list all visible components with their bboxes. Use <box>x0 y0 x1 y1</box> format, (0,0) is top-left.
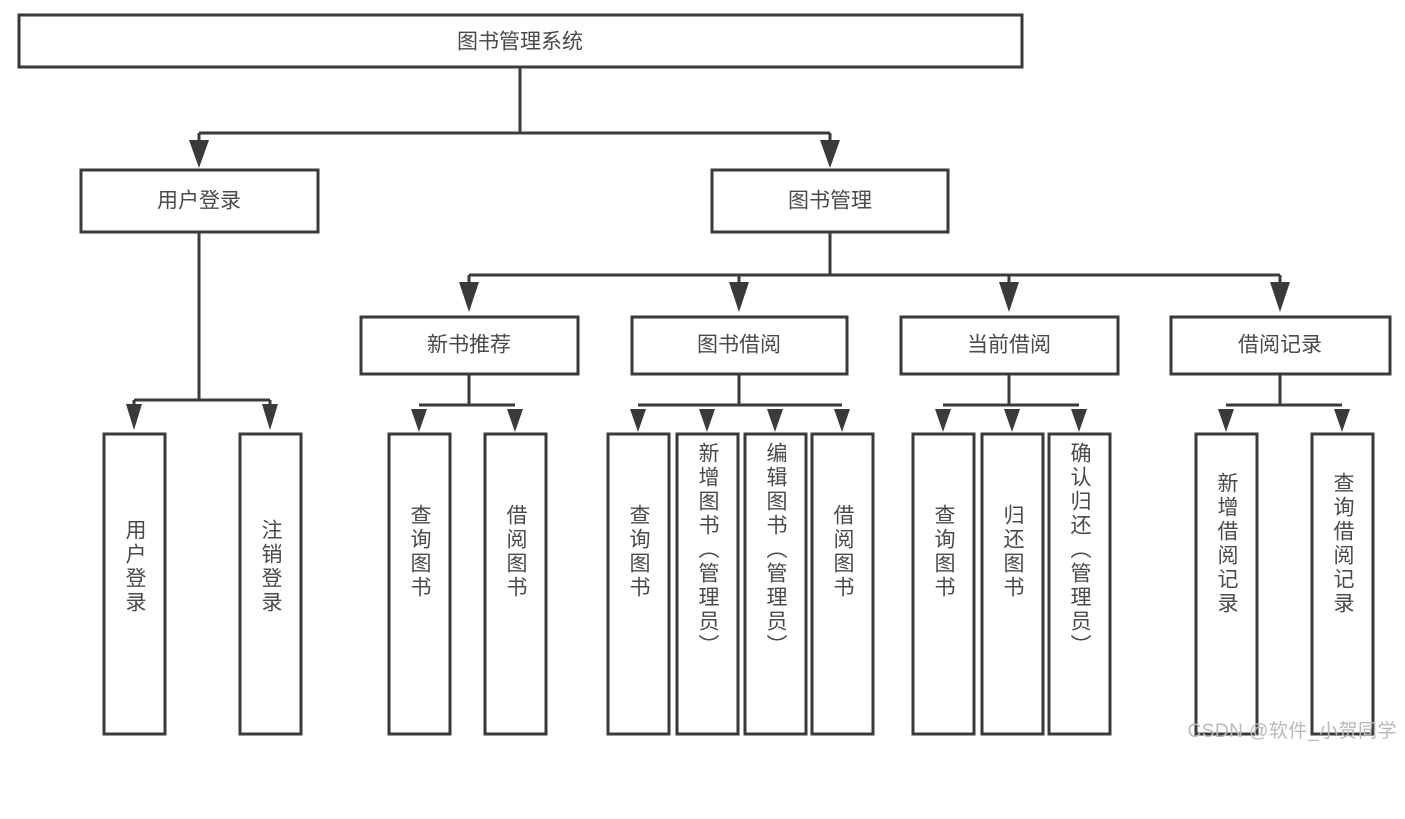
arrow-head-to-current-borrow <box>999 282 1019 312</box>
leaf-box-book-borrow-1[interactable] <box>606 432 671 736</box>
arrow-head-bookborrow-leaf-3 <box>767 409 783 432</box>
arrow-head-to-user-login <box>189 140 209 168</box>
leaf-box-user-login-2[interactable] <box>238 432 303 736</box>
node-current-borrow-box[interactable] <box>899 315 1120 376</box>
arrow-head-to-borrow-record <box>1270 282 1290 312</box>
node-book-borrow-label: 图书借阅 <box>697 334 781 357</box>
leaf-box-new-book-1[interactable] <box>387 432 452 736</box>
leaf-box-user-login-1[interactable] <box>102 432 167 736</box>
arrow-head-newbook-leaf-1 <box>411 409 427 432</box>
arrow-head-bookborrow-leaf-1 <box>630 409 646 432</box>
connector-group-book-borrow <box>630 374 850 432</box>
arrow-head-currentborrow-leaf-1 <box>935 409 951 432</box>
node-book-borrow-box[interactable] <box>630 315 849 376</box>
arrow-head-to-book-manage <box>820 140 840 168</box>
connector-group-new-book <box>411 374 523 432</box>
arrow-head-to-new-book <box>459 282 479 312</box>
arrow-head-to-book-borrow <box>729 282 749 312</box>
arrow-head-currentborrow-leaf-2 <box>1004 409 1020 432</box>
leaf-box-current-borrow-1[interactable] <box>911 432 976 736</box>
node-current-borrow-label: 当前借阅 <box>967 334 1051 357</box>
connector-group-book-manage <box>459 233 1290 312</box>
arrow-head-newbook-leaf-2 <box>507 409 523 432</box>
node-borrow-record-box[interactable] <box>1169 315 1392 376</box>
connector-group-current-borrow <box>935 374 1087 432</box>
node-root-label: 图书管理系统 <box>457 31 583 54</box>
leaf-box-borrow-record-2[interactable] <box>1310 432 1375 736</box>
leaf-box-book-borrow-3[interactable] <box>743 432 808 736</box>
connector-group-borrow-record <box>1218 374 1350 432</box>
node-new-book-box[interactable] <box>359 315 580 376</box>
connector-group-root <box>189 68 840 168</box>
node-book-manage-label: 图书管理 <box>788 190 872 213</box>
leaf-box-book-borrow-2[interactable] <box>675 432 740 736</box>
node-borrow-record-label: 借阅记录 <box>1238 334 1322 357</box>
arrow-head-user-login-leaf-2 <box>262 404 278 430</box>
leaf-box-current-borrow-2[interactable] <box>980 432 1045 736</box>
diagram-canvas: 图书管理系统 用户登录 图书管理 新书推荐 图书借阅 当前借阅 借阅记录 <box>17 13 1397 742</box>
arrow-head-bookborrow-leaf-2 <box>699 409 715 432</box>
leaf-box-borrow-record-1[interactable] <box>1194 432 1259 736</box>
leaf-box-book-borrow-4[interactable] <box>810 432 875 736</box>
arrow-head-borrowrecord-leaf-2 <box>1334 409 1350 432</box>
node-new-book-label: 新书推荐 <box>427 334 511 357</box>
leaf-box-current-borrow-3[interactable] <box>1047 432 1112 736</box>
node-book-manage-box[interactable] <box>710 168 950 234</box>
arrow-head-user-login-leaf-1 <box>126 404 142 430</box>
leaf-box-new-book-2[interactable] <box>483 432 548 736</box>
watermark-text: CSDN @软件_小贺同学 <box>1187 721 1397 742</box>
tree-diagram-svg: 图书管理系统 用户登录 图书管理 新书推荐 图书借阅 当前借阅 借阅记录 <box>17 13 1392 736</box>
node-user-login-box[interactable] <box>79 168 320 234</box>
connector-group-user-login <box>126 233 278 430</box>
arrow-head-borrowrecord-leaf-1 <box>1218 409 1234 432</box>
node-root-box[interactable] <box>17 13 1024 69</box>
arrow-head-currentborrow-leaf-3 <box>1071 409 1087 432</box>
node-user-login-label: 用户登录 <box>157 190 241 213</box>
arrow-head-bookborrow-leaf-4 <box>834 409 850 432</box>
